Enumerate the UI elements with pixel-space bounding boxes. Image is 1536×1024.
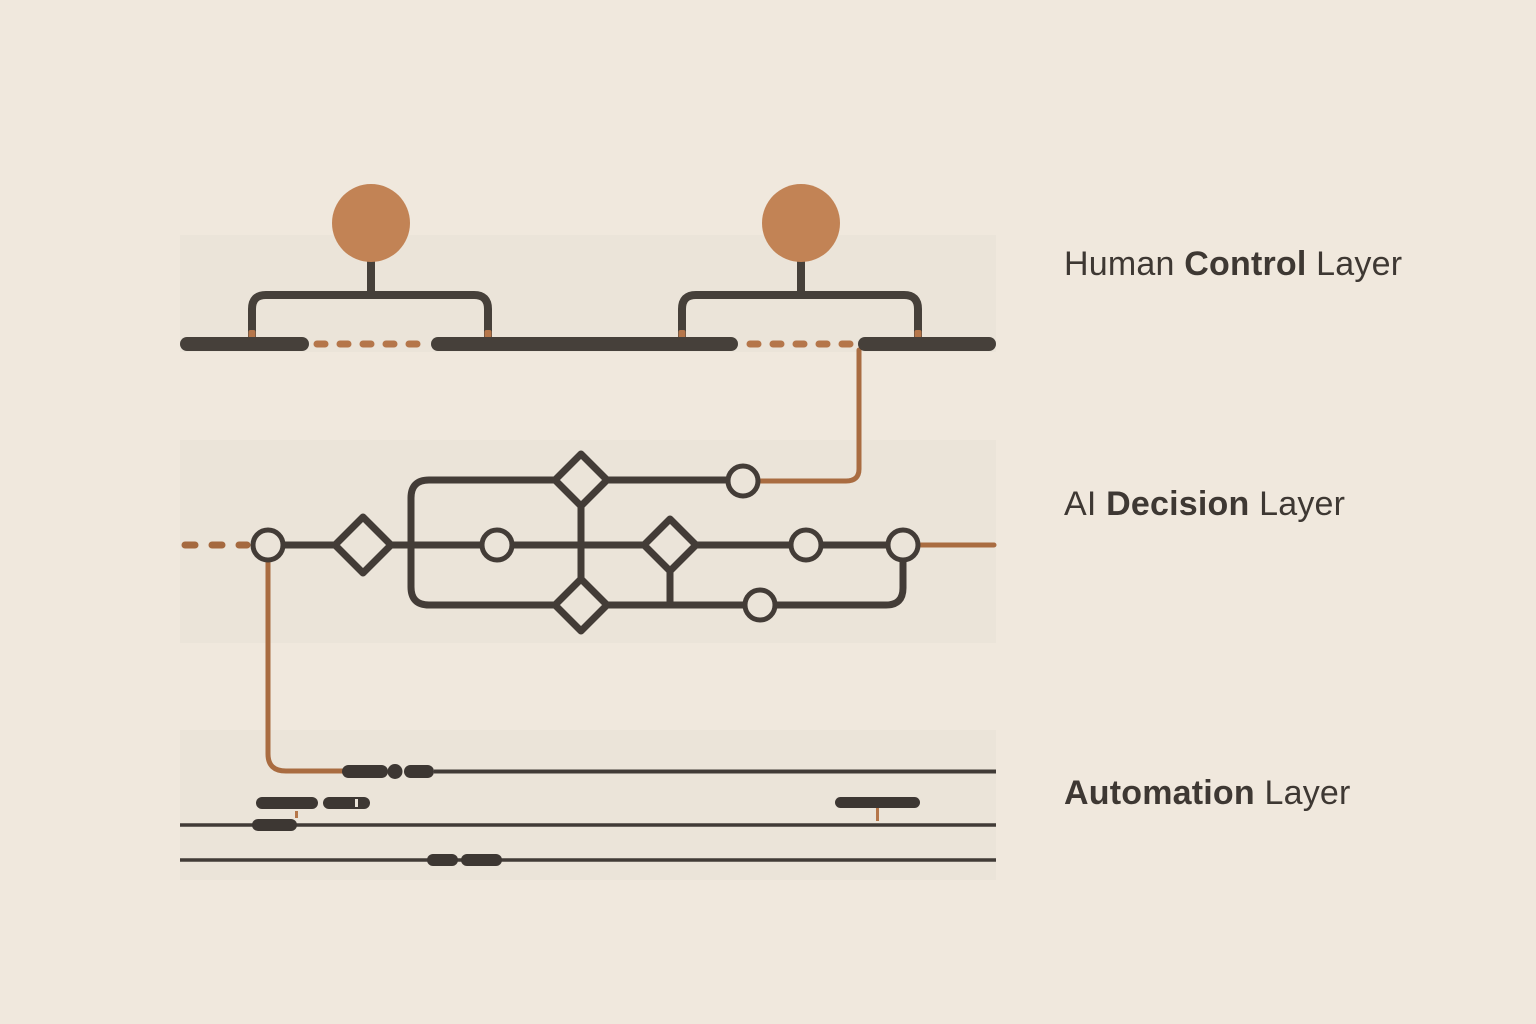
state-circle-bottom xyxy=(742,587,778,623)
control-bar-segment-1 xyxy=(180,337,309,351)
label-suffix: Layer xyxy=(1254,774,1351,812)
label-suffix: Layer xyxy=(1306,245,1403,283)
decision-diamond-1 xyxy=(331,513,395,577)
task-dot xyxy=(387,764,403,779)
flow-line-bottom xyxy=(602,558,907,609)
task-capsule xyxy=(256,797,318,809)
task-capsule xyxy=(404,765,434,778)
decision-diamond-bottom xyxy=(551,575,611,635)
task-capsule xyxy=(342,765,388,778)
human-node-icon xyxy=(762,184,840,262)
label-bold: Decision xyxy=(1106,485,1250,523)
bracket-foot-tick xyxy=(484,330,492,338)
task-capsule xyxy=(323,797,370,809)
state-circle xyxy=(788,527,824,563)
state-circle xyxy=(479,527,515,563)
orange-tick xyxy=(876,808,879,821)
bracket-foot-tick xyxy=(248,330,256,338)
control-to-ai-connector xyxy=(754,347,862,484)
ai-to-automation-connector xyxy=(265,557,346,774)
task-capsule xyxy=(461,854,502,866)
label-prefix: Human xyxy=(1064,245,1185,283)
orange-tick xyxy=(295,811,298,818)
control-bar-segment-3 xyxy=(858,337,996,351)
human-node-icon xyxy=(332,184,410,262)
control-bar-segment-2 xyxy=(431,337,738,351)
state-circle-top xyxy=(725,463,761,499)
automation-layer-graphics xyxy=(180,764,996,866)
state-circle-entry xyxy=(250,527,286,563)
human-control-layer-label: Human Control Layer xyxy=(1064,245,1402,283)
ai-decision-layer-graphics xyxy=(181,450,921,635)
label-bold: Control xyxy=(1184,245,1307,283)
automation-layer-label: Automation Layer xyxy=(1064,774,1351,812)
flow-branch-down xyxy=(407,541,560,609)
capsule-notch xyxy=(355,799,358,807)
task-capsule xyxy=(252,819,297,831)
state-circle-output xyxy=(885,527,921,563)
decision-diamond-middle xyxy=(640,515,700,575)
label-prefix: AI xyxy=(1064,485,1107,523)
task-capsule xyxy=(835,797,920,808)
ai-decision-layer-label: AI Decision Layer xyxy=(1064,485,1345,523)
bracket-foot-tick xyxy=(678,330,686,338)
bracket-foot-tick xyxy=(914,330,922,338)
flow-branch-up xyxy=(407,476,560,549)
decision-diamond-top xyxy=(551,450,611,510)
label-bold: Automation xyxy=(1064,774,1255,812)
human-control-layer-graphics xyxy=(180,184,996,351)
orange-connectors xyxy=(265,347,997,774)
label-suffix: Layer xyxy=(1249,485,1346,523)
task-capsule xyxy=(427,854,458,866)
